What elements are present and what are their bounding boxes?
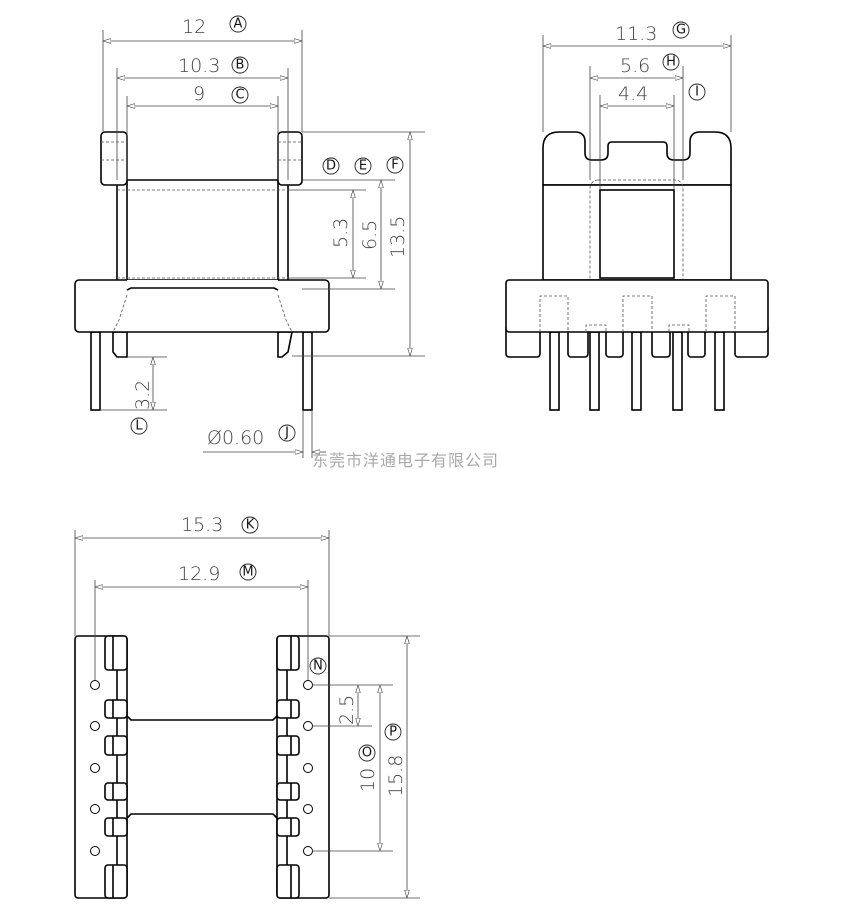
dim-m-value: 12.9 [178, 563, 220, 585]
svg-text:G: G [676, 23, 686, 38]
base [505, 279, 769, 333]
svg-text:H: H [666, 55, 676, 70]
dim-l-value: 3.2 [132, 380, 154, 410]
dim-j-value: Ø0.60 [207, 427, 264, 449]
svg-text:L: L [135, 419, 143, 434]
label-l: L [130, 417, 148, 435]
dim-d-value: 5.3 [330, 218, 352, 248]
svg-text:D: D [326, 159, 336, 174]
dim-o-value: 10 [357, 768, 379, 792]
label-j: J [278, 424, 296, 442]
leg-right [277, 331, 293, 358]
base-inner-edge [126, 287, 279, 291]
watermark-company: 东莞市洋通电子有限公司 [312, 451, 499, 470]
extension-lines-vertical [288, 131, 425, 357]
label-a: A [229, 15, 247, 33]
label-i: I [688, 83, 706, 101]
hidden-taper [112, 294, 293, 333]
extension-lines-l [100, 356, 167, 411]
dim-h-value: 5.6 [620, 55, 650, 77]
dim-c-value: 9 [193, 83, 205, 105]
dim-b-value: 10.3 [178, 55, 220, 77]
tube-wall-right [277, 179, 289, 291]
core-window [599, 189, 675, 279]
hidden-pin-slots [539, 295, 736, 332]
base-gap [127, 280, 278, 290]
svg-text:E: E [359, 159, 367, 174]
svg-text:P: P [389, 725, 397, 740]
svg-text:J: J [284, 426, 289, 441]
extension-lines-bottom [74, 530, 420, 899]
dim-e-value: 6.5 [359, 220, 381, 250]
pin-left [90, 331, 101, 411]
pin-holes [90, 680, 313, 856]
tabs-right [276, 635, 300, 899]
label-m: M [239, 563, 257, 581]
hidden-flange-lines [101, 141, 302, 161]
svg-text:F: F [391, 158, 398, 173]
label-o: O [358, 744, 376, 762]
pin-right [302, 331, 313, 411]
svg-text:O: O [362, 746, 372, 761]
center-tube [126, 715, 278, 819]
side-view: 11.3 5.6 4.4 G H I [505, 21, 769, 411]
extension-lines [102, 30, 303, 180]
svg-text:B: B [236, 58, 245, 73]
label-n: N [309, 657, 327, 675]
dim-n-value: 2.5 [336, 695, 358, 725]
label-f: F [386, 156, 404, 174]
svg-text:C: C [235, 88, 244, 103]
dim-f-value: 13.5 [387, 216, 409, 258]
svg-text:M: M [242, 565, 253, 580]
tube-wall-left [116, 179, 128, 291]
body [542, 184, 732, 281]
label-c: C [231, 86, 249, 104]
top-flange-right [277, 131, 303, 186]
label-k: K [241, 516, 259, 534]
feet [505, 324, 769, 358]
leg-left [112, 331, 128, 358]
dim-p-value: 15.8 [385, 755, 407, 797]
label-p: P [384, 723, 402, 741]
top-flange-left [100, 131, 128, 186]
bottom-view: 15.3 12.9 2.5 10 15.8 K M N O P [74, 514, 420, 899]
svg-text:N: N [313, 659, 323, 674]
label-b: B [231, 56, 249, 74]
dim-k-value: 15.3 [181, 514, 223, 536]
front-view: 12 10.3 9 A B C 5.3 6.5 13.5 D E F 3.2 L… [74, 15, 425, 458]
dim-i-value: 4.4 [618, 83, 648, 105]
label-h: H [662, 53, 680, 71]
svg-text:I: I [695, 85, 699, 100]
extension-lines-side [542, 35, 732, 190]
dim-g-value: 11.3 [615, 23, 657, 45]
top-profile [542, 131, 732, 186]
label-d: D [322, 157, 340, 175]
svg-text:K: K [246, 518, 255, 533]
tabs-left [104, 635, 128, 899]
svg-text:A: A [234, 17, 243, 32]
label-e: E [354, 157, 372, 175]
label-g: G [672, 21, 690, 39]
hidden-tube-lines [117, 189, 288, 279]
extension-lines-j [302, 410, 313, 458]
dim-a-value: 12 [182, 16, 206, 38]
block-left [74, 635, 128, 899]
block-right [276, 635, 330, 899]
